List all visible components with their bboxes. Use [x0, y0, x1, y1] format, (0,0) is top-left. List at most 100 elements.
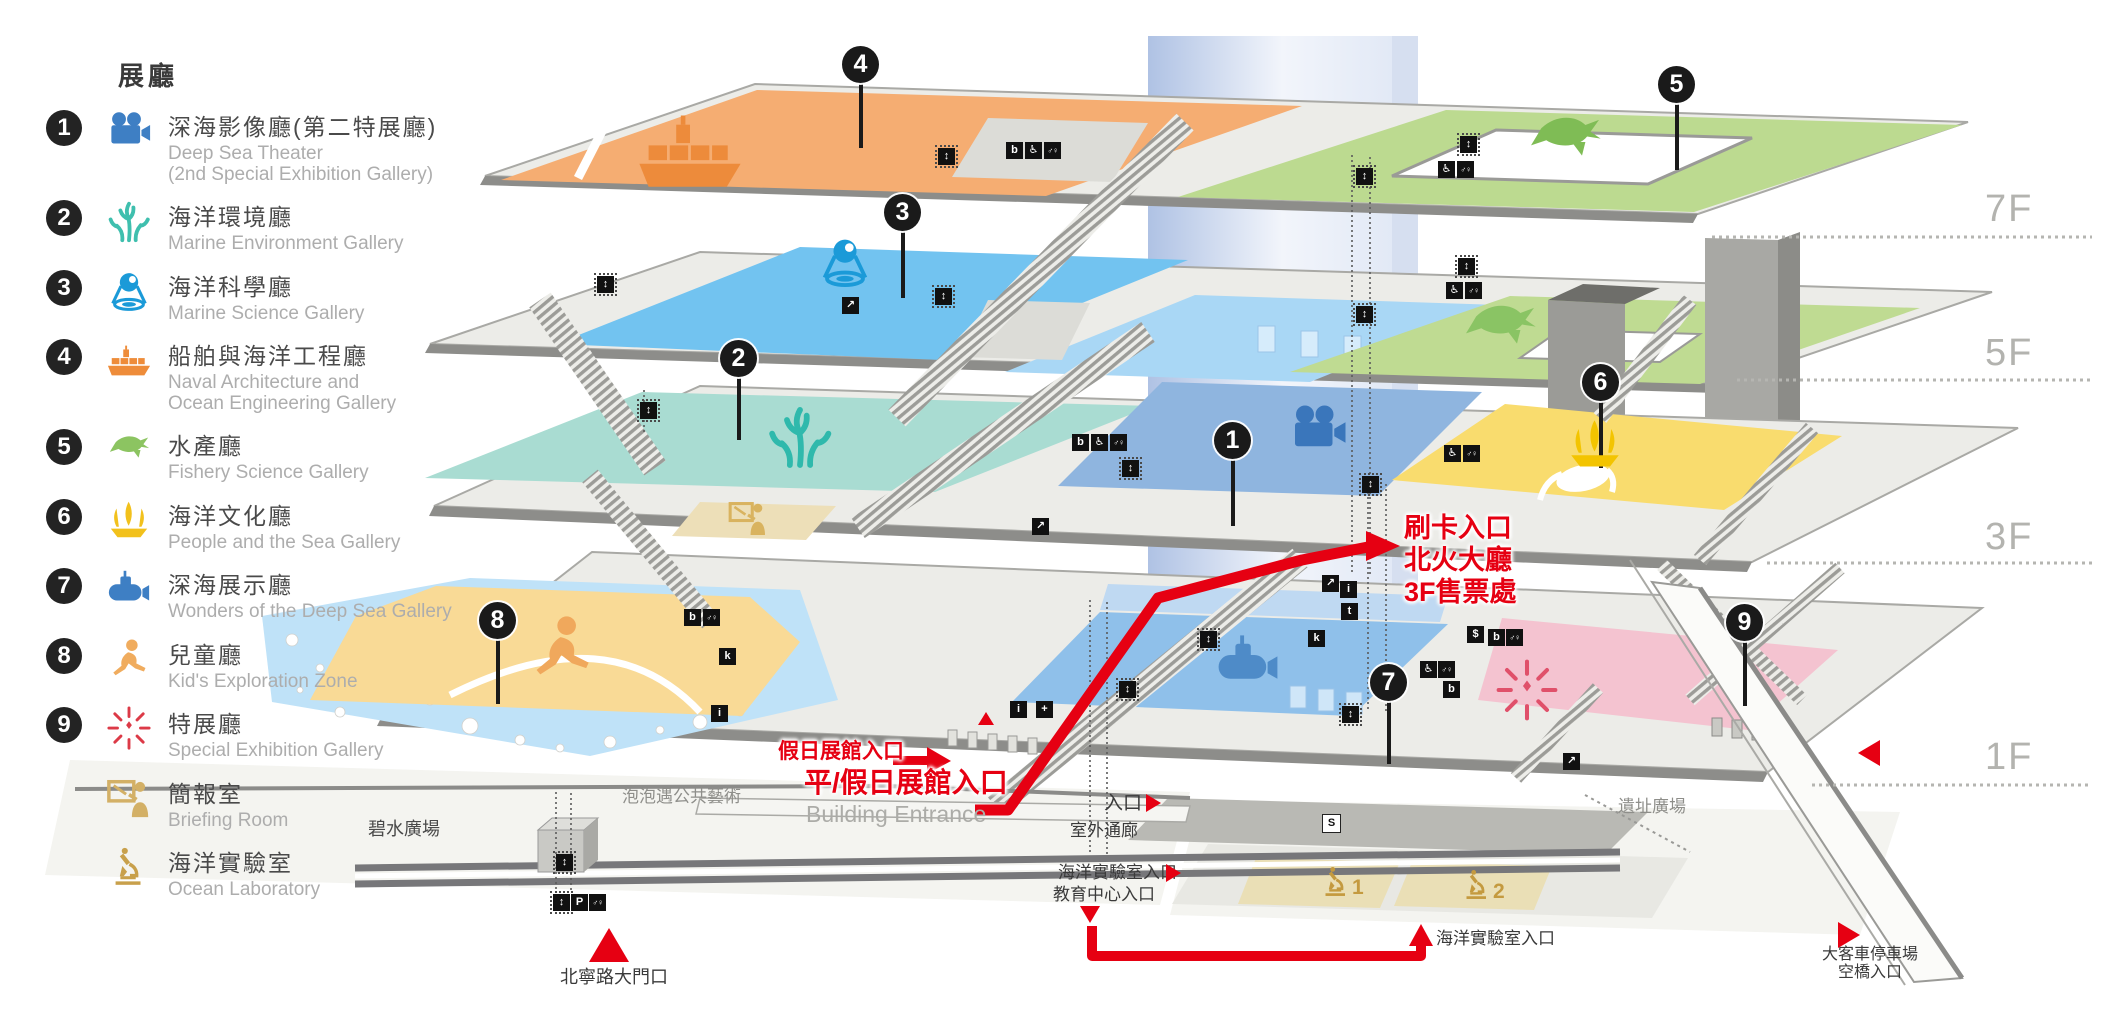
- floor-label-5f: 5F: [1985, 332, 2034, 374]
- route-arrow-right: [1838, 922, 1860, 948]
- junk-boat-icon: [110, 501, 148, 537]
- legend-label-en: Marine Science Gallery: [168, 302, 365, 324]
- legend-label-en: Briefing Room: [168, 809, 289, 831]
- escalator-icon: ↗: [842, 297, 859, 314]
- legend-gallery-icon: [90, 566, 168, 612]
- map-microscope-icon: [1459, 867, 1495, 903]
- legend-item-9: 9 特展廳 Special Exhibition Gallery: [46, 705, 496, 762]
- map-movie-camera-icon: [1288, 400, 1348, 460]
- nursing-icon: b: [1006, 142, 1023, 159]
- legend-gallery-icon: [90, 497, 168, 543]
- ship-icon: [639, 115, 741, 187]
- floor-7f: [480, 82, 1969, 223]
- info-icon: i: [1010, 701, 1027, 718]
- bus-parking-label: 大客車停車場 空橋入口: [1821, 946, 1918, 981]
- north-hall-label: 北火大廳: [1404, 545, 1512, 575]
- nursing-icon: b: [1443, 681, 1460, 698]
- legend-item-6: 6 海洋文化廳 People and the Sea Gallery: [46, 497, 496, 554]
- map-coral-icon: [765, 401, 835, 471]
- wc-icon: ♂♀: [1457, 161, 1474, 178]
- ruins-plaza-label: 遺址廣場: [1618, 797, 1686, 816]
- legend-number-badge: 1: [46, 108, 90, 146]
- movie-camera-icon: [111, 112, 151, 144]
- legend-item-2: 2 海洋環境廳 Marine Environment Gallery: [46, 198, 496, 255]
- marker-number: 8: [479, 602, 516, 639]
- holiday-entrance-label: 假日展館入口: [778, 740, 904, 763]
- elevator-icon: ↕: [552, 850, 577, 875]
- legend-gallery-icon: [90, 198, 168, 244]
- legend-label-en: People and the Sea Gallery: [168, 531, 401, 553]
- legend-label-en: Naval Architecture and Ocean Engineering…: [168, 372, 397, 414]
- elevator-icon: ↕: [1358, 472, 1383, 497]
- marker-stem: [1231, 442, 1235, 526]
- legend-gallery-icon: [90, 108, 168, 154]
- elevator-icon: ↕: [1118, 456, 1143, 481]
- map-child-icon: [525, 611, 599, 685]
- presenter-icon: [728, 502, 765, 535]
- bubble-art-label: 泡泡遇公共藝術: [622, 787, 741, 806]
- map-projector-icon: [816, 233, 874, 291]
- marker-number: 2: [720, 340, 757, 377]
- wc-icon: ♂♀: [1506, 629, 1523, 646]
- marker-stem: [859, 66, 863, 148]
- legend-label-zh: 兒童廳: [168, 641, 243, 668]
- marker-stem: [1599, 384, 1603, 468]
- marker-stem: [496, 622, 500, 704]
- submarine-icon: [1218, 635, 1278, 679]
- legend-gallery-icon: [90, 268, 168, 314]
- legend-number-badge: 9: [46, 705, 90, 744]
- marker-stem: [737, 360, 741, 440]
- wc-icon: ♂♀: [1463, 445, 1480, 462]
- legend-number-badge: 2: [46, 198, 90, 237]
- legend-item-4: 4 船舶與海洋工程廳 Naval Architecture and Ocean …: [46, 337, 496, 414]
- legend-number-badge: 5: [46, 427, 90, 466]
- legend-number-badge: [46, 775, 90, 813]
- ticket-icon: t: [1341, 603, 1358, 620]
- floor-label-1f: 1F: [1985, 736, 2034, 778]
- coral-icon: [769, 407, 832, 468]
- projector-icon: [822, 239, 868, 287]
- outdoor-corridor-label: 室外通廊: [1070, 821, 1138, 840]
- wc-icon: ♂♀: [1110, 434, 1127, 451]
- legend-label-en: Ocean Laboratory: [168, 879, 321, 901]
- wheelchair-icon: ♿: [1446, 282, 1463, 299]
- starburst-icon: [1496, 659, 1558, 721]
- legend-label-zh: 簡報室: [168, 780, 243, 807]
- ticket-office-label: 3F售票處: [1404, 577, 1517, 607]
- ship-icon: [107, 345, 151, 376]
- wc-icon: ♂♀: [1044, 142, 1061, 159]
- microscope-icon: [115, 848, 141, 886]
- floor-lines: [1712, 235, 2092, 787]
- elevator-icon: ↕: [1196, 627, 1221, 652]
- marker-stem: [1675, 86, 1679, 170]
- submarine-icon: [108, 570, 150, 601]
- legend-number-badge: 6: [46, 497, 90, 535]
- zone-deep-sea-theater: [1058, 382, 1482, 496]
- route-arrow-right: [1166, 864, 1181, 882]
- map-junk-boat-icon: [1565, 414, 1625, 474]
- route-arrow-up: [589, 928, 629, 962]
- escalator-icon: ↗: [1563, 753, 1580, 770]
- marker-number: 1: [1214, 422, 1251, 459]
- info-icon: i: [1340, 581, 1357, 598]
- wc-icon: ♂♀: [1465, 282, 1482, 299]
- legend-number-badge: 4: [46, 337, 90, 376]
- exchange-icon: $: [1467, 626, 1484, 643]
- legend-item-1: 1 深海影像廳(第二特展廳) Deep Sea Theater (2nd Spe…: [46, 108, 496, 185]
- legend-label-zh: 海洋科學廳: [168, 273, 293, 300]
- parking-icon: P: [571, 894, 588, 911]
- sailfish-icon: [1466, 305, 1536, 344]
- zone-briefing-room: [672, 502, 836, 540]
- map-submarine-icon: [1214, 628, 1281, 695]
- sailfish-icon: [109, 436, 150, 458]
- legend-label-en: Marine Environment Gallery: [168, 233, 404, 255]
- legend-item-8: 8 兒童廳 Kid's Exploration Zone: [46, 636, 496, 693]
- gallery-legend: 1 深海影像廳(第二特展廳) Deep Sea Theater (2nd Spe…: [46, 108, 496, 914]
- map-starburst-icon: [1495, 658, 1560, 723]
- floor-label-3f: 3F: [1985, 516, 2034, 558]
- wc-icon: ♂♀: [589, 894, 606, 911]
- legend-label-en: Special Exhibition Gallery: [168, 740, 384, 762]
- legend-item-presenter: 簡報室 Briefing Room: [46, 775, 496, 832]
